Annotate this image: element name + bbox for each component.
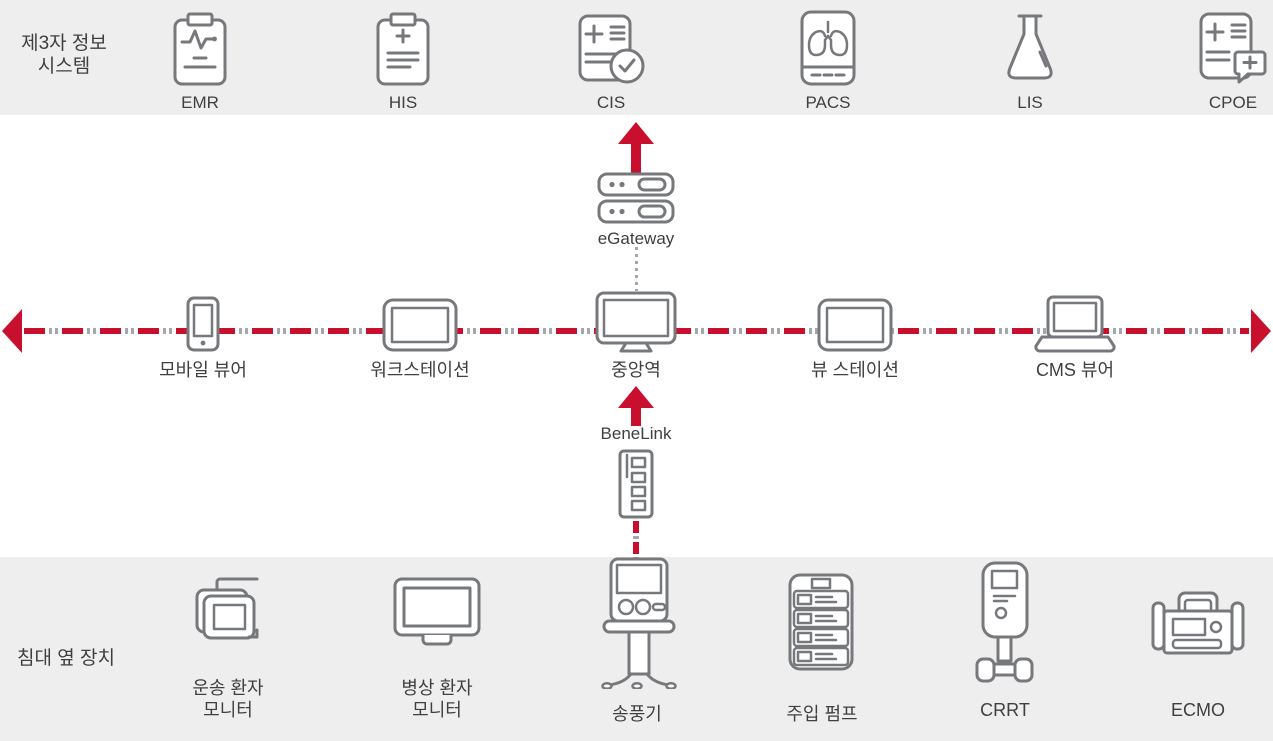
lis-icon — [997, 14, 1063, 86]
cms-viewer-laptop-icon — [1032, 295, 1118, 353]
egateway-server-icon — [597, 172, 675, 224]
pacs-icon — [798, 10, 858, 86]
cms-viewer-label: CMS 뷰어 — [1035, 360, 1115, 380]
cis-label: CIS — [596, 93, 626, 112]
emr-icon — [168, 10, 232, 88]
pacs-label: PACS — [805, 93, 851, 112]
benelink-uplink-arrow-shaft — [631, 408, 641, 426]
view-station-label: 뷰 스테이션 — [811, 360, 899, 380]
bedside-monitor-label: 병상 환자 모니터 — [401, 678, 473, 720]
workstation-tablet-icon — [382, 298, 458, 352]
benelink-label: BeneLink — [600, 424, 672, 443]
mobile-viewer-smartphone-icon — [186, 296, 220, 352]
egateway-label: eGateway — [597, 229, 675, 248]
infusion-pump-label: 주입 펌프 — [786, 704, 858, 724]
central-station-monitor-icon — [595, 291, 677, 353]
emr-label: EMR — [181, 93, 219, 112]
central-station-label: 중앙역 — [611, 360, 661, 380]
top-band-title: 제3자 정보 시스템 — [21, 32, 107, 78]
cis-icon — [574, 14, 648, 86]
top-band-title-line1: 제3자 정보 — [21, 33, 107, 54]
ventilator-label: 송풍기 — [612, 704, 662, 724]
benelink-uplink-arrow-icon — [618, 386, 654, 408]
crrt-label: CRRT — [980, 700, 1030, 720]
his-label: HIS — [388, 93, 418, 112]
ventilator-icon — [587, 557, 687, 689]
egateway-uplink-arrow-icon — [618, 122, 654, 144]
egateway-uplink-arrow-shaft — [631, 144, 641, 174]
benelink-to-ventilator-dashed-link — [633, 521, 639, 558]
mobile-viewer-label: 모바일 뷰어 — [159, 360, 247, 380]
cpoe-label: CPOE — [1208, 93, 1258, 112]
workstation-label: 워크스테이션 — [370, 360, 470, 380]
view-station-tablet-icon — [817, 298, 893, 352]
crrt-machine-icon — [966, 561, 1044, 683]
bedside-monitor-icon — [393, 577, 481, 649]
infusion-pump-icon — [780, 573, 864, 671]
transport-monitor-icon — [189, 574, 267, 644]
lis-label: LIS — [1017, 93, 1043, 112]
benelink-module-icon — [617, 449, 655, 519]
bottom-band-title: 침대 옆 장치 — [17, 648, 115, 669]
egateway-to-central-dotted-link — [635, 247, 638, 291]
backbone-right-arrowhead-icon — [1251, 309, 1271, 353]
ecmo-machine-icon — [1151, 583, 1245, 661]
transport-monitor-label: 운송 환자 모니터 — [192, 678, 264, 720]
top-band-title-line2: 시스템 — [37, 56, 91, 77]
ecmo-label: ECMO — [1171, 700, 1225, 720]
his-icon — [371, 10, 435, 88]
backbone-left-arrowhead-icon — [2, 309, 22, 353]
cpoe-icon — [1195, 12, 1271, 86]
